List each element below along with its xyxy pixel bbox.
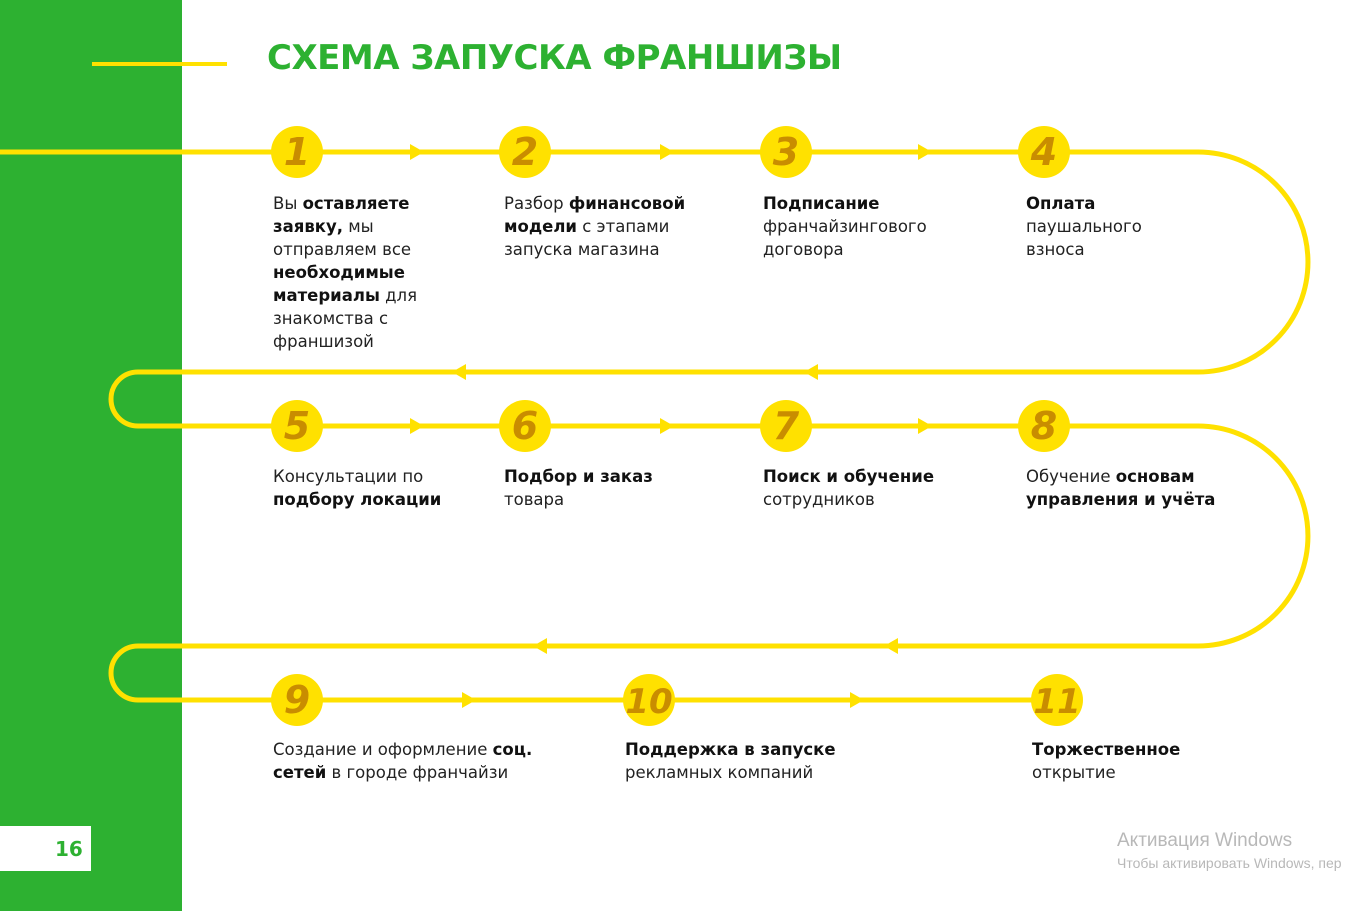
arrow-right-6	[462, 692, 476, 708]
step-11-number: 11	[1033, 682, 1080, 722]
arrow-left-0	[452, 364, 466, 380]
step-11-circle	[1031, 674, 1083, 726]
page-number-box	[0, 826, 91, 871]
step-2-number: 2	[512, 130, 538, 174]
step-2-circle	[499, 126, 551, 178]
step-6-circle	[499, 400, 551, 452]
windows-activation-subtitle: Чтобы активировать Windows, пер	[1117, 855, 1342, 871]
arrow-left-1	[804, 364, 818, 380]
step-8-text: Обучение основам управления и учёта	[1026, 467, 1216, 509]
arrow-right-3	[410, 418, 424, 434]
step-9-text: Создание и оформление соц. сетей в город…	[273, 740, 533, 782]
step-4-text: Оплата паушального взноса	[1026, 194, 1142, 259]
step-3-number: 3	[773, 130, 799, 174]
step-9-number: 9	[284, 678, 310, 722]
step-9-circle	[271, 674, 323, 726]
arrow-right-4	[660, 418, 674, 434]
arrow-right-5	[918, 418, 932, 434]
step-5-number: 5	[284, 404, 310, 448]
step-1-circle	[271, 126, 323, 178]
step-3-circle	[760, 126, 812, 178]
step-8-circle	[1018, 400, 1070, 452]
step-6-text: Подбор и заказ товара	[504, 467, 653, 509]
step-2-text: Разбор финансовой модели с этапами запус…	[504, 194, 686, 259]
step-5-text: Консультации по подбору локации	[273, 467, 442, 509]
step-7-text: Поиск и обучение сотрудников	[763, 467, 935, 509]
step-4-number: 4	[1030, 130, 1057, 174]
page-number: 16	[55, 837, 83, 861]
step-6-number: 6	[512, 404, 538, 448]
step-8-number: 8	[1031, 404, 1057, 448]
arrow-right-2	[918, 144, 932, 160]
windows-activation-title: Активация Windows	[1117, 830, 1293, 851]
step-10-text: Поддержка в запуске рекламных компаний	[625, 740, 836, 782]
step-10-circle	[623, 674, 675, 726]
step-7-number: 7	[773, 404, 800, 448]
step-10-number: 10	[625, 682, 672, 722]
arrow-left-2	[533, 638, 547, 654]
title-accent-line	[92, 62, 227, 66]
step-5-circle	[271, 400, 323, 452]
page-title: СХЕМА ЗАПУСКА ФРАНШИЗЫ	[267, 38, 842, 78]
arrow-left-3	[884, 638, 898, 654]
step-11-text: Торжественное открытие	[1032, 740, 1181, 782]
step-3-text: Подписание франчайзингового договора	[763, 194, 927, 259]
step-7-circle	[760, 400, 812, 452]
arrow-right-0	[410, 144, 424, 160]
arrow-right-1	[660, 144, 674, 160]
arrow-right-7	[850, 692, 864, 708]
step-1-number: 1	[284, 130, 310, 174]
step-1-text: Вы оставляете заявку, мы отправляем все …	[273, 194, 418, 351]
step-4-circle	[1018, 126, 1070, 178]
